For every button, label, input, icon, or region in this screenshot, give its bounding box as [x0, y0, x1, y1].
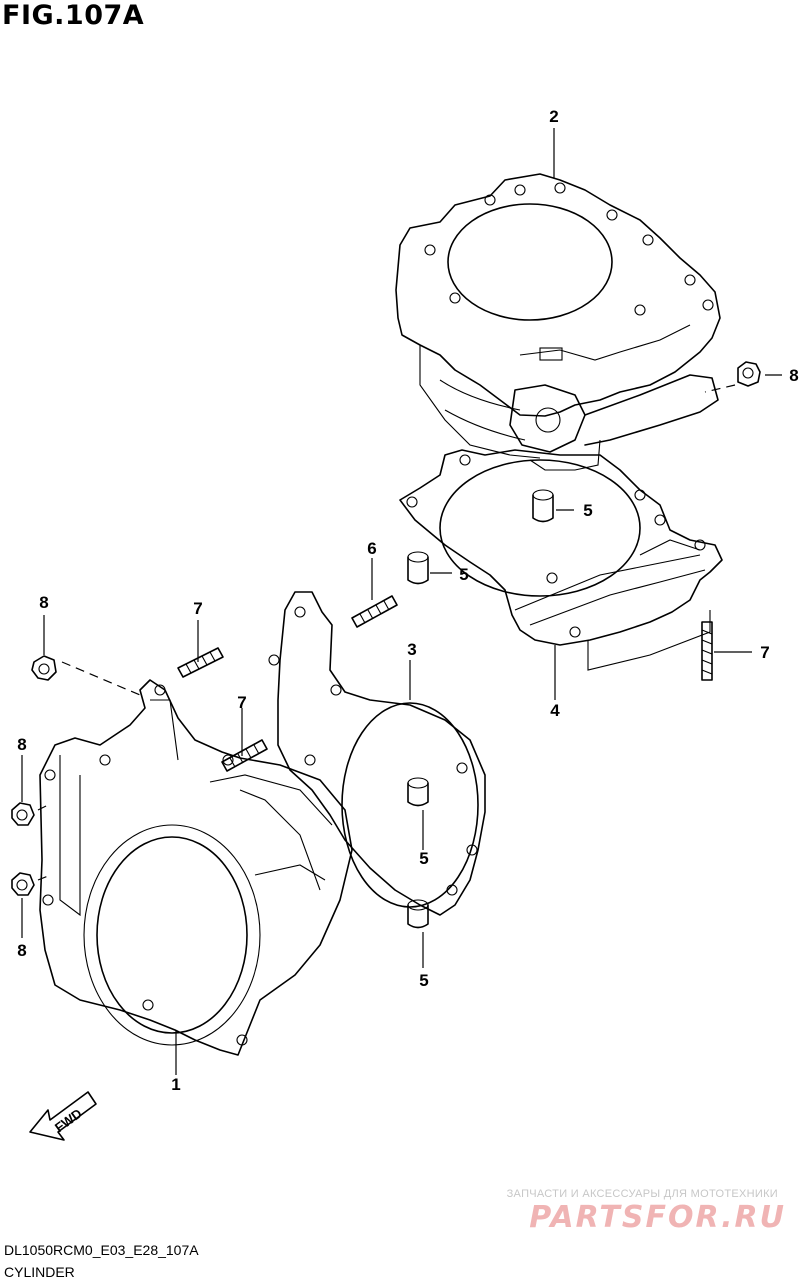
callout-6: 6: [367, 539, 376, 558]
nut-front-bottom-part-8[interactable]: [11, 872, 49, 896]
dowel-pin-front-lower[interactable]: [407, 899, 429, 929]
cylinder-front-part-1[interactable]: [39, 679, 353, 1056]
fwd-label: FWD: [52, 1106, 85, 1136]
callout-2: 2: [549, 107, 558, 126]
figure-title: FIG.107A: [2, 0, 145, 31]
stud-bolt-rear-part-7[interactable]: [701, 621, 713, 681]
gasket-front-part-3[interactable]: [268, 591, 486, 916]
dowel-pin-front-upper[interactable]: [407, 777, 429, 807]
callout-5-front-upper: 5: [419, 849, 428, 868]
callout-8-rear: 8: [789, 366, 798, 385]
nut-front-top-part-8[interactable]: [31, 655, 141, 696]
callout-8-front-bottom: 8: [17, 941, 26, 960]
callout-5-rear-upper: 5: [583, 501, 592, 520]
stud-bolt-front-upper-part-7[interactable]: [177, 647, 224, 678]
callout-4: 4: [550, 701, 560, 720]
dowel-pin-rear-lower[interactable]: [407, 551, 429, 585]
callout-7-front-lower: 7: [237, 693, 246, 712]
diagram-subtitle: CYLINDER: [4, 1264, 75, 1280]
callout-7-rear: 7: [760, 643, 769, 662]
stud-bolt-front-lower-part-7[interactable]: [221, 739, 268, 772]
callout-8-front-middle: 8: [17, 735, 26, 754]
leader-lines: [21, 128, 782, 1075]
diagram-code: DL1050RCM0_E03_E28_107A: [4, 1242, 199, 1258]
gasket-rear-part-4[interactable]: [399, 449, 723, 671]
nut-front-middle-part-8[interactable]: [11, 802, 49, 826]
stud-bolt-part-6[interactable]: [351, 595, 398, 628]
callout-5-front-lower: 5: [419, 971, 428, 990]
callout-7-front-upper: 7: [193, 599, 202, 618]
watermark-caption: ЗАПЧАСТИ И АКСЕССУАРЫ ДЛЯ МОТОТЕХНИКИ: [506, 1188, 778, 1200]
callout-1: 1: [171, 1075, 180, 1094]
dowel-pin-rear-upper[interactable]: [532, 489, 554, 523]
callout-8-front-top: 8: [39, 593, 48, 612]
cylinder-rear-part-2[interactable]: [395, 173, 721, 471]
watermark-logo: PARTSFOR.RU: [529, 1200, 786, 1235]
forward-direction-arrow-icon: FWD: [29, 1091, 97, 1141]
callout-5-rear-lower: 5: [459, 565, 468, 584]
nut-rear-part-8[interactable]: [704, 361, 761, 393]
callout-3: 3: [407, 640, 416, 659]
